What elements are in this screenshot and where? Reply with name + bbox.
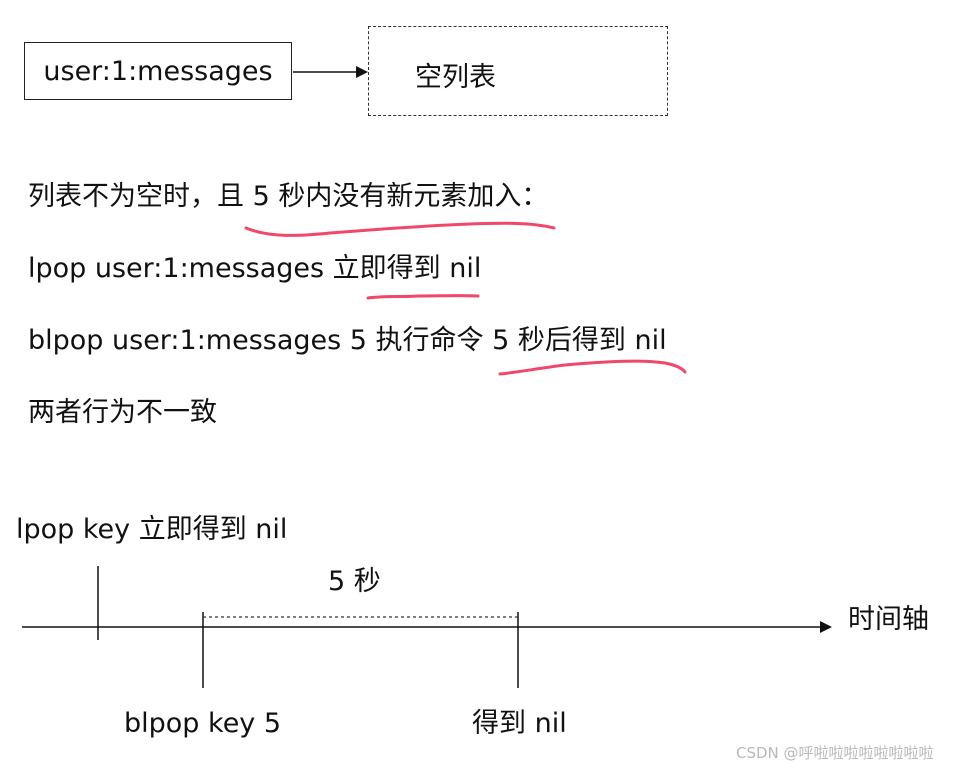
timeline-interval-label: 5 秒 — [328, 566, 381, 597]
key-box: user:1:messages — [24, 42, 292, 100]
underline-5s-nil — [498, 359, 687, 376]
underline-5s-no-new-element — [244, 221, 556, 237]
underline-immediate-nil — [366, 294, 480, 300]
empty-list-box: 空列表 — [368, 26, 668, 116]
timeline-axis-label: 时间轴 — [848, 604, 929, 635]
timeline-blpop-label: blpop key 5 — [124, 708, 282, 739]
timeline-nil-label: 得到 nil — [472, 708, 567, 739]
timeline-lpop-label: lpop key 立即得到 nil — [16, 514, 288, 545]
time-axis-arrowhead — [820, 621, 832, 633]
key-to-list-arrowhead — [356, 66, 368, 78]
text-line-3: blpop user:1:messages 5 执行命令 5 秒后得到 nil — [28, 325, 667, 356]
key-label: user:1:messages — [43, 55, 273, 87]
empty-list-label: 空列表 — [415, 62, 496, 93]
text-line-1: 列表不为空时，且 5 秒内没有新元素加入： — [28, 181, 549, 212]
text-line-2: lpop user:1:messages 立即得到 nil — [28, 253, 482, 284]
text-line-4: 两者行为不一致 — [28, 397, 217, 428]
watermark: CSDN @呼啦啦啦啦啦啦啦啦 — [736, 744, 934, 762]
